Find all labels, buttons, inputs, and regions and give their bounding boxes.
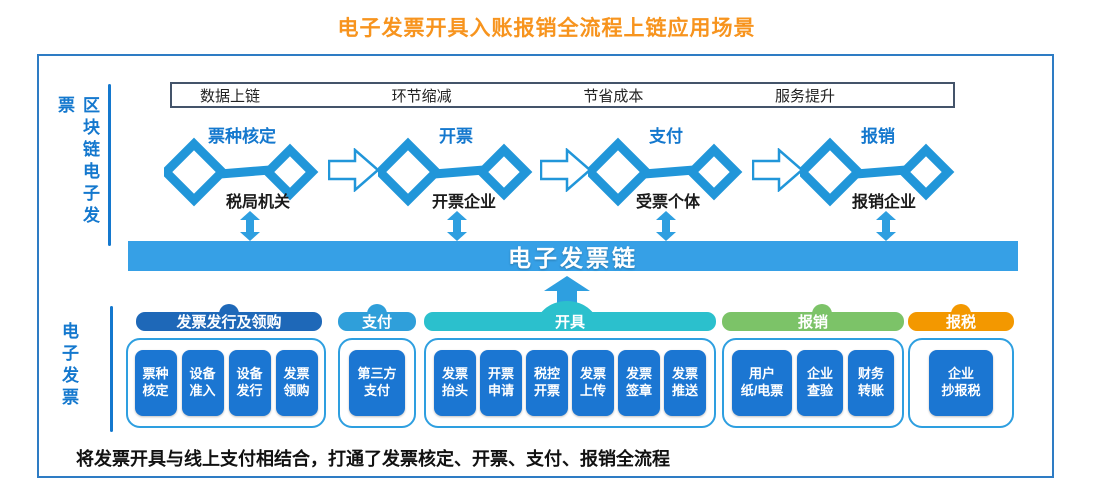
flow-arrow-icon: [752, 148, 804, 192]
header-bump: [812, 304, 832, 324]
process-box: 企业 查验: [797, 350, 843, 416]
process-box: 设备 发行: [228, 350, 271, 416]
stage-name-payment: 支付: [649, 127, 683, 146]
header-bump: [219, 304, 239, 324]
container-issuance: 票种 核定 设备 准入 设备 发行 发票 领购: [126, 338, 326, 428]
benefit-label: 数据上链: [200, 87, 261, 105]
invoice-side-label: 电子发票: [59, 322, 78, 410]
process-box: 财务 转账: [848, 350, 894, 416]
invoice-divider-line: [110, 306, 113, 432]
container-issuing: 发票 抬头 开票 申请 税控 开票 发票 上传 发票 签章 发票 推送: [424, 338, 716, 428]
container-reimbursement: 用户 纸/电票 企业 查验 财务 转账: [722, 338, 904, 428]
group-header-reimbursement: 报销: [722, 304, 904, 331]
up-arrow-icon: [544, 276, 590, 307]
benefit-label: 服务提升: [774, 87, 835, 105]
process-box: 设备 准入: [181, 350, 224, 416]
chain-link-icon: [378, 137, 533, 207]
stage-name-invoicing: 开票: [439, 127, 473, 146]
double-arrow-icon: [876, 211, 896, 241]
chain-link-icon: [164, 137, 319, 207]
blockchain-side-label: 区块链电子发票: [55, 96, 99, 228]
invoice-chain-bar: 电子发票链: [128, 241, 1018, 271]
process-box: 税控 开票: [526, 350, 568, 416]
process-box: 开票 申请: [480, 350, 522, 416]
benefits-box: 数据上链 环节缩减 节省成本 服务提升: [170, 82, 955, 108]
process-box: 发票 抬头: [434, 350, 476, 416]
stage-name-verification: 票种核定: [208, 127, 276, 146]
process-box: 第三方 支付: [349, 350, 405, 416]
group-header-label: 发票发行及领购: [176, 314, 282, 331]
benefit-label: 环节缩减: [391, 87, 452, 105]
group-header-issuance: 发票发行及领购: [136, 304, 322, 331]
chain-link-icon: [588, 137, 743, 207]
process-box: 用户 纸/电票: [732, 350, 792, 416]
stage-actor-tax-bureau: 税局机关: [225, 194, 291, 211]
process-box: 票种 核定: [134, 350, 177, 416]
flow-arrow-icon: [540, 148, 592, 192]
flow-arrow-icon: [328, 148, 380, 192]
header-bump: [951, 304, 971, 324]
group-header-payment: 支付: [338, 304, 416, 331]
group-header-label: 开具: [554, 314, 585, 331]
stage-actor-reimburser: 报销企业: [851, 194, 917, 211]
group-header-tax-filing: 报税: [908, 304, 1014, 331]
benefit-label: 节省成本: [583, 87, 644, 105]
stage-actor-receiver: 受票个体: [635, 194, 701, 211]
summary-text: 将发票开具与线上支付相结合，打通了发票核定、开票、支付、报销全流程: [76, 449, 670, 469]
process-box: 企业 抄报税: [929, 350, 993, 416]
stage-actor-issuer: 开票企业: [431, 194, 497, 211]
group-header-label: 支付: [361, 314, 392, 331]
blockchain-divider-line: [108, 84, 111, 246]
process-box: 发票 上传: [572, 350, 614, 416]
double-arrow-icon: [447, 211, 467, 241]
group-header-label: 报销: [797, 314, 828, 331]
process-box: 发票 领购: [275, 350, 318, 416]
page-title: 电子发票开具入账报销全流程上链应用场景: [337, 17, 756, 40]
invoice-chain-bar-label: 电子发票链: [508, 245, 638, 271]
stage-name-reimbursement: 报销: [861, 127, 895, 146]
group-header-label: 报税: [945, 314, 976, 331]
group-header-issuing: 开具: [424, 301, 716, 331]
double-arrow-icon: [656, 211, 676, 241]
header-bump: [367, 304, 387, 324]
double-arrow-icon: [240, 211, 260, 241]
process-box: 发票 推送: [664, 350, 706, 416]
chain-link-icon: [800, 137, 955, 207]
process-box: 发票 签章: [618, 350, 660, 416]
container-payment: 第三方 支付: [338, 338, 416, 428]
container-tax-filing: 企业 抄报税: [908, 338, 1014, 428]
